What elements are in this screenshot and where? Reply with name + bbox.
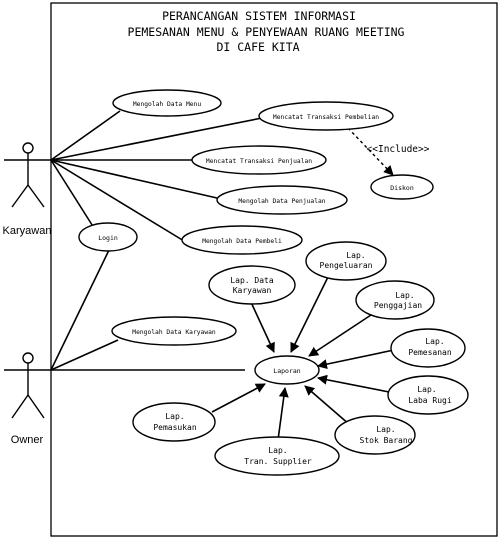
system-boundary	[50, 2, 498, 537]
svg-text:Lap.: Lap.	[376, 425, 395, 434]
svg-text:Tran. Supplier: Tran. Supplier	[244, 457, 312, 466]
use-case-lap-data-karyawan: Lap. Data Karyawan	[208, 265, 296, 305]
svg-text:Pengeluaran: Pengeluaran	[320, 261, 373, 270]
actor-owner	[4, 352, 51, 419]
svg-text:Diskon: Diskon	[390, 184, 414, 192]
svg-text:Lap.: Lap.	[268, 446, 287, 455]
svg-text:Lap.: Lap.	[395, 291, 414, 300]
svg-text:Lap.: Lap.	[425, 337, 444, 346]
svg-text:Penggajian: Penggajian	[374, 301, 422, 310]
use-case-lap-pemasukan: Lap. Pemasukan	[132, 402, 216, 442]
use-case-lap-tran-supplier: Lap. Tran. Supplier	[214, 436, 340, 476]
use-case-mengolah-data-menu: Mengolah Data Menu	[112, 89, 222, 117]
use-case-login: Login	[78, 222, 138, 252]
svg-text:Stok Barang: Stok Barang	[360, 436, 413, 445]
use-case-lap-penggajian: Lap. Penggajian	[355, 280, 435, 320]
actor-owner-label: Owner	[11, 434, 44, 446]
karyawan-associations	[50, 110, 263, 242]
diagram-title-line-3: DI CAFE KITA	[216, 40, 299, 54]
use-case-lap-laba-rugi: Lap. Laba Rugi	[387, 375, 469, 415]
svg-text:Mengolah Data Karyawan: Mengolah Data Karyawan	[132, 329, 216, 336]
diagram-title-line-1: PERANCANGAN SISTEM INFORMASI	[162, 9, 356, 23]
svg-text:Laporan: Laporan	[273, 367, 300, 375]
owner-associations	[50, 247, 245, 371]
actor-karyawan-label: Karyawan	[3, 225, 52, 237]
use-case-mengolah-data-pembeli: Mengolah Data Pembeli	[181, 225, 303, 255]
actor-karyawan	[4, 142, 51, 208]
svg-text:Laba Rugi: Laba Rugi	[408, 396, 452, 405]
diagram-title-line-2: PEMESANAN MENU & PENYEWAAN RUANG MEETING	[128, 25, 405, 39]
use-case-lap-pemesanan: Lap. Pemesanan	[390, 328, 466, 368]
svg-text:Login: Login	[98, 234, 118, 242]
svg-text:Mencatat Transaksi Pembelian: Mencatat Transaksi Pembelian	[273, 114, 379, 121]
svg-text:Lap.: Lap.	[346, 251, 365, 260]
svg-text:Pemesanan: Pemesanan	[408, 348, 452, 357]
include-label: <<Include>>	[367, 144, 430, 155]
use-case-lap-pengeluaran: Lap. Pengeluaran	[305, 241, 387, 281]
svg-text:Mencatat Transaksi Penjualan: Mencatat Transaksi Penjualan	[206, 158, 312, 165]
svg-text:Mengolah Data Menu: Mengolah Data Menu	[133, 101, 201, 108]
use-case-lap-stok-barang: Lap. Stok Barang	[334, 415, 416, 455]
use-case-laporan: Laporan	[254, 355, 320, 385]
svg-text:Lap.: Lap.	[417, 385, 436, 394]
svg-text:Lap.: Lap.	[165, 412, 184, 421]
svg-text:Lap. Data: Lap. Data	[230, 276, 274, 285]
svg-text:Karyawan: Karyawan	[233, 286, 272, 295]
use-case-mengolah-data-karyawan: Mengolah Data Karyawan	[111, 316, 237, 346]
report-arrows	[211, 276, 395, 441]
include-arrow	[347, 127, 394, 176]
svg-text:Mengolah Data Pembeli: Mengolah Data Pembeli	[202, 238, 282, 245]
svg-text:Pemasukan: Pemasukan	[153, 423, 197, 432]
use-case-mencatat-transaksi-penjualan: Mencatat Transaksi Penjualan	[191, 145, 327, 175]
use-case-diskon: Diskon	[370, 174, 434, 200]
use-case-mengolah-data-penjualan: Mengolah Data Penjualan	[216, 185, 348, 215]
use-case-mencatat-transaksi-pembelian: Mencatat Transaksi Pembelian	[258, 101, 394, 131]
svg-text:Mengolah Data Penjualan: Mengolah Data Penjualan	[238, 198, 325, 205]
